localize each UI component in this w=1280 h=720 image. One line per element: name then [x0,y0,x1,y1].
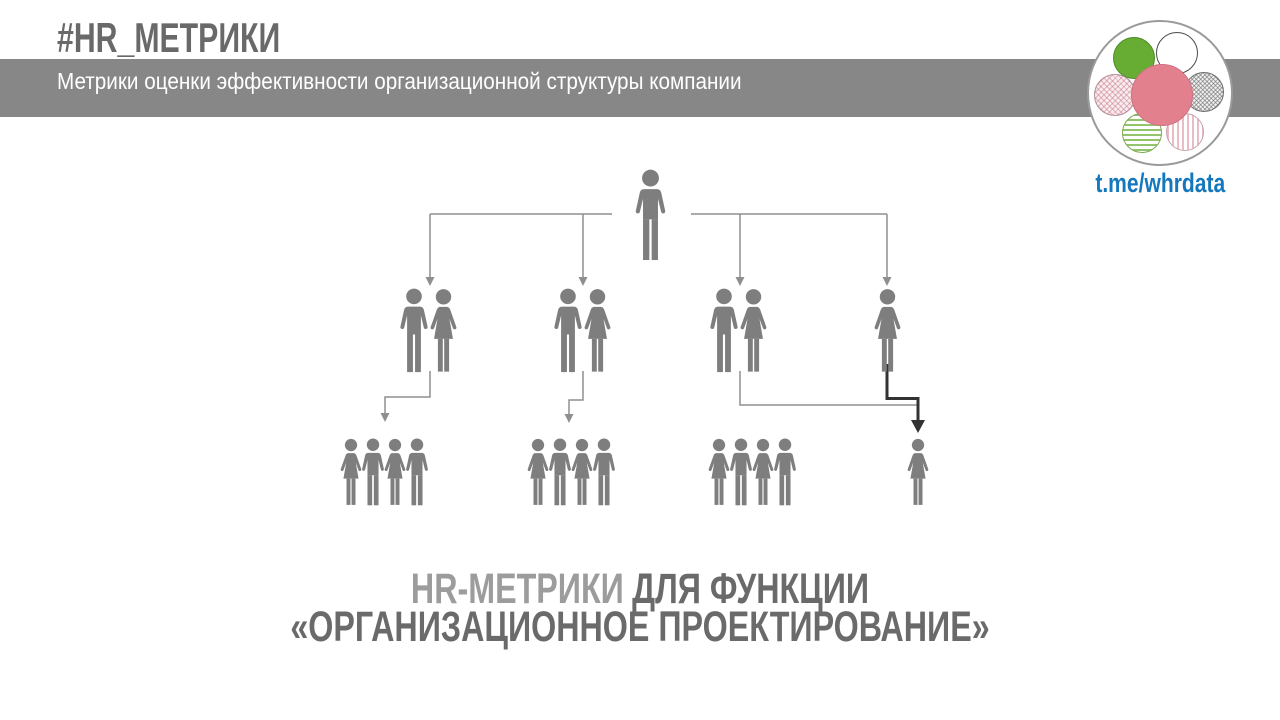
org-node-top-man-icon [635,169,666,261]
org-node-level2-woman-icon [874,289,901,372]
org-node-group-3 [705,438,798,506]
woman-icon [430,289,457,372]
org-node-couple-2 [552,288,615,373]
telegram-link: t.me/whrdata [1095,168,1225,198]
subtitle-bar: Метрики оценки эффективности организацио… [0,59,1280,117]
man-icon [774,438,796,506]
slide-title-line2: «ОРГАНИЗАЦИОННОЕ ПРОЕКТИРОВАНИЕ» [290,603,990,651]
slide-title-dark-part: ДЛЯ ФУНКЦИИ [632,565,870,613]
org-node-group-2 [524,438,617,506]
man-icon [593,438,615,506]
subtitle-text: Метрики оценки эффективности организацио… [57,68,742,94]
org-node-group-1 [337,438,430,506]
org-node-couple-1 [398,288,461,373]
man-icon [406,438,428,506]
woman-icon [584,289,611,372]
woman-icon [740,289,767,372]
whrdata-flower-logo-icon [1087,20,1233,166]
org-node-level3-woman-icon [907,438,929,505]
logo-circle-pink-center-icon [1131,64,1193,126]
page-title: #HR_МЕТРИКИ [57,14,281,61]
slide-title-light-part: HR-МЕТРИКИ [410,565,624,613]
telegram-link-wrap: t.me/whrdata [1060,168,1260,199]
logo-circle-pink-hatch-icon [1094,74,1136,116]
org-node-couple-3 [708,288,771,373]
